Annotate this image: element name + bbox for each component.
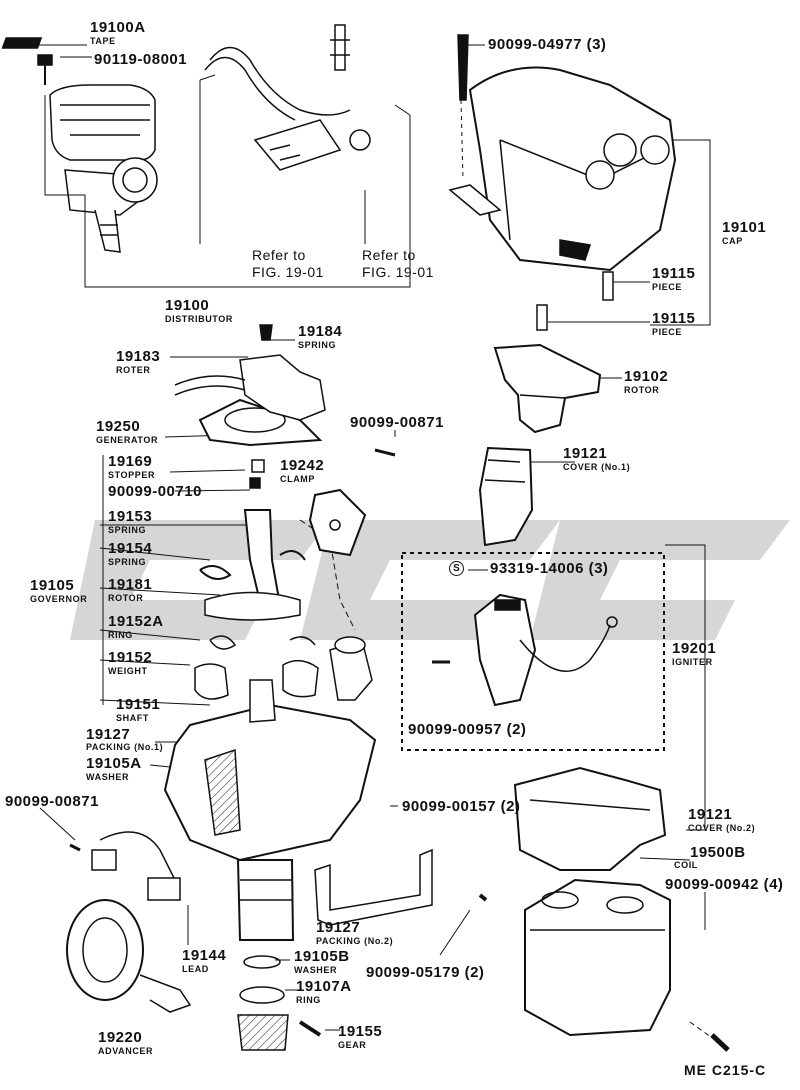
- part-name: PACKING (No.2): [316, 936, 394, 946]
- coil-drawing: [478, 878, 730, 1052]
- part-number[interactable]: 19102: [624, 368, 669, 385]
- part-number[interactable]: 19152A: [108, 613, 164, 630]
- generator-drawing: [174, 324, 326, 447]
- part-name: SHAFT: [116, 713, 149, 723]
- part-name: CAP: [722, 236, 743, 246]
- part-number[interactable]: 19121: [563, 445, 608, 462]
- part-name: IGNITER: [672, 657, 713, 667]
- leader-lines: [30, 44, 716, 1041]
- part-name: LEAD: [182, 964, 209, 974]
- part-number[interactable]: 19500B: [690, 844, 746, 861]
- igniter-group-box: [401, 552, 665, 751]
- part-number[interactable]: 19184: [298, 323, 343, 340]
- part-number[interactable]: 19127: [316, 919, 361, 936]
- part-name: PACKING (No.1): [86, 742, 164, 752]
- supply-symbol-icon: S: [449, 561, 464, 576]
- part-number[interactable]: 19100A: [90, 19, 146, 36]
- part-number[interactable]: 19151: [116, 696, 161, 713]
- distributor-cap-drawing: [448, 34, 677, 272]
- part-name: GOVERNOR: [30, 594, 88, 604]
- watermark: [70, 520, 790, 640]
- refer-label-left: Refer to: [252, 247, 306, 263]
- part-number[interactable]: 19183: [116, 348, 161, 365]
- part-number[interactable]: 19220: [98, 1029, 143, 1046]
- part-number[interactable]: 90099-00157 (2): [402, 798, 521, 815]
- part-name: PIECE: [652, 327, 683, 337]
- part-name: SPRING: [108, 557, 147, 567]
- part-name: GENERATOR: [96, 435, 159, 445]
- cover-no1-drawing: [478, 446, 534, 547]
- part-number[interactable]: 19250: [96, 418, 141, 435]
- part-number[interactable]: 19101: [722, 219, 767, 236]
- clamp-drawing: [308, 448, 396, 557]
- part-number[interactable]: 90099-04977 (3): [488, 36, 607, 53]
- igniter-drawing: [432, 593, 618, 707]
- distributor-assembly-drawing: [1, 37, 158, 253]
- part-name: PIECE: [652, 282, 683, 292]
- refer-fig-right[interactable]: FIG. 19-01: [362, 264, 434, 280]
- cover-no2-drawing: [513, 766, 667, 871]
- part-name: SPRING: [108, 525, 147, 535]
- part-name: ROTOR: [624, 385, 660, 395]
- part-name: TAPE: [90, 36, 116, 46]
- diagram-code: ME C215-C: [684, 1062, 767, 1078]
- part-name: ROTOR: [108, 593, 144, 603]
- part-name: RING: [296, 995, 321, 1005]
- part-number[interactable]: 19105B: [294, 948, 350, 965]
- part-number[interactable]: 90099-00942 (4): [665, 876, 784, 893]
- part-name: GEAR: [338, 1040, 367, 1050]
- part-name: RING: [108, 630, 133, 640]
- part-number[interactable]: 19127: [86, 726, 131, 743]
- part-name: SPRING: [298, 340, 337, 350]
- part-number[interactable]: 19105: [30, 577, 75, 594]
- part-name: STOPPER: [108, 470, 156, 480]
- part-name: WASHER: [86, 772, 130, 782]
- part-name: WEIGHT: [108, 666, 148, 676]
- housing-drawing: [163, 636, 377, 1051]
- part-number[interactable]: 19152: [108, 649, 153, 666]
- governor-drawing: [194, 459, 319, 700]
- part-name: CLAMP: [280, 474, 315, 484]
- piece-drawing: [536, 304, 548, 331]
- part-number[interactable]: 19115: [652, 265, 696, 282]
- part-number[interactable]: 19105A: [86, 755, 142, 772]
- rotor-drawing: [493, 343, 602, 434]
- part-number[interactable]: 19242: [280, 457, 325, 474]
- refer-fig-left[interactable]: FIG. 19-01: [252, 264, 324, 280]
- part-number[interactable]: 19201: [672, 640, 717, 657]
- part-number[interactable]: 19181: [108, 576, 153, 593]
- part-name: WASHER: [294, 965, 338, 975]
- harness-drawing: [204, 24, 371, 171]
- part-number[interactable]: 90099-00710: [108, 483, 202, 500]
- part-name: ROTER: [116, 365, 151, 375]
- part-number[interactable]: 19115: [652, 310, 696, 327]
- part-name: COVER (No.2): [688, 823, 756, 833]
- piece-drawing: [602, 271, 614, 301]
- refer-label-right: Refer to: [362, 247, 416, 263]
- part-number[interactable]: 19154: [108, 540, 153, 557]
- part-number[interactable]: 19155: [338, 1023, 383, 1040]
- part-name: COVER (No.1): [563, 462, 631, 472]
- part-number[interactable]: 93319-14006 (3): [490, 560, 609, 577]
- part-number[interactable]: 90099-00957 (2): [408, 721, 527, 738]
- part-name: ADVANCER: [98, 1046, 154, 1056]
- part-number[interactable]: 19144: [182, 947, 227, 964]
- part-number[interactable]: 90119-08001: [94, 51, 188, 68]
- part-number[interactable]: 19100: [165, 297, 210, 314]
- part-name: DISTRIBUTOR: [165, 314, 233, 324]
- part-number[interactable]: 90099-05179 (2): [366, 964, 485, 981]
- part-number[interactable]: 19153: [108, 508, 153, 525]
- part-number[interactable]: 19107A: [296, 978, 352, 995]
- part-number[interactable]: 90099-00871: [350, 414, 444, 431]
- part-number[interactable]: 90099-00871: [5, 793, 99, 810]
- packing-no2-drawing: [314, 848, 433, 926]
- part-number[interactable]: 19169: [108, 453, 153, 470]
- part-name: COIL: [674, 860, 698, 870]
- part-number[interactable]: 19121: [688, 806, 733, 823]
- advancer-drawing: [66, 831, 192, 1013]
